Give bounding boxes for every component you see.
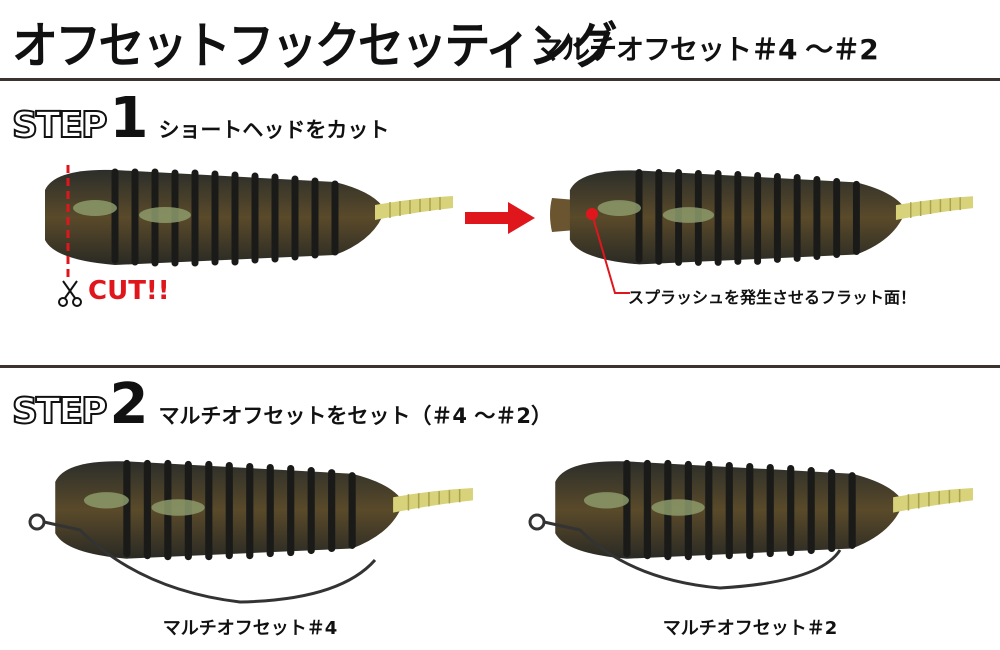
caption-hook-4: マルチオフセット＃4 <box>162 618 338 639</box>
step-number: 1 <box>109 86 149 151</box>
page-subtitle: マルチオフセット＃4 ～＃2 <box>535 33 879 66</box>
step-instruction: マルチオフセットをセット（＃4 ～＃2） <box>158 404 552 428</box>
step-word: STEP <box>11 390 108 433</box>
caption-hook-2: マルチオフセット＃2 <box>662 618 838 639</box>
lure-image-uncut <box>35 160 455 270</box>
step-word: STEP <box>11 104 108 147</box>
flat-surface-annotation: スプラッシュを発生させるフラット面！ <box>628 288 917 307</box>
arrow-right-icon <box>465 202 535 234</box>
step-instruction: ショートヘッドをカット <box>158 118 390 142</box>
step1-heading: STEP1 ショートヘッドをカット <box>11 86 390 151</box>
scissors-icon <box>58 280 82 307</box>
divider <box>0 365 1000 368</box>
lure-with-hook-2 <box>528 450 975 590</box>
lure-with-hook-4 <box>28 450 475 604</box>
page-title: オフセットフックセッティング <box>12 17 617 75</box>
divider <box>0 78 1000 81</box>
cut-line <box>66 165 70 278</box>
cut-label: CUT!! <box>88 276 170 306</box>
step-number: 2 <box>109 372 149 437</box>
pointer-line <box>586 208 630 294</box>
step2-heading: STEP2 マルチオフセットをセット（＃4 ～＃2） <box>11 372 552 437</box>
